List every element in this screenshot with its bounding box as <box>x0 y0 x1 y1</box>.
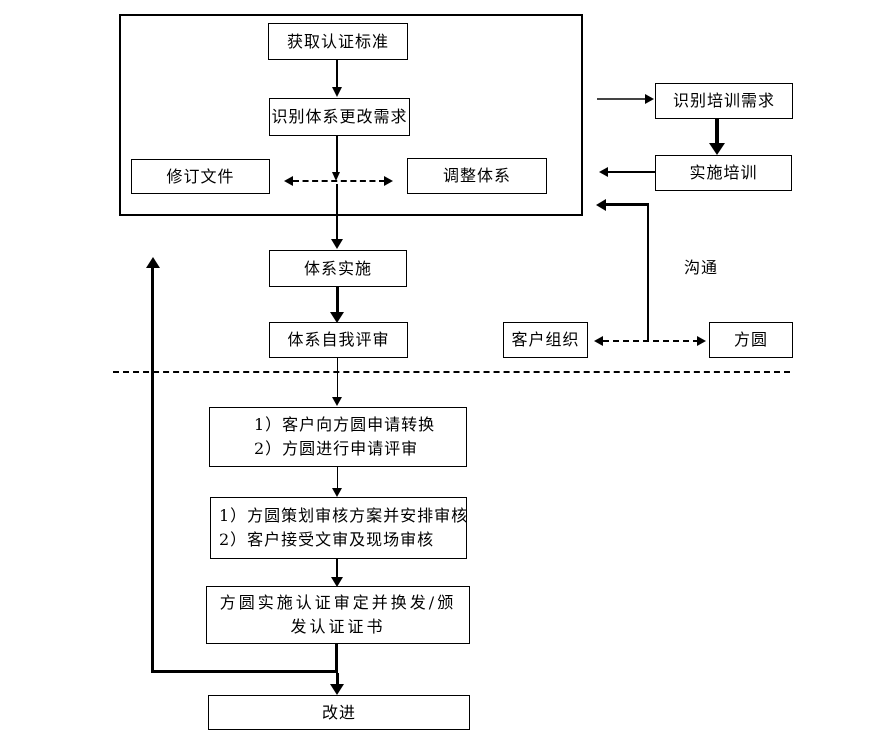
node-improvement: 改进 <box>208 695 470 730</box>
arrow-training-to-group-line <box>608 171 655 173</box>
communication-label: 沟通 <box>684 258 719 277</box>
node-revise-documents: 修订文件 <box>131 159 270 194</box>
arrow-review-to-application-line <box>337 358 338 398</box>
arrow-application-to-plan-line <box>337 467 338 489</box>
arrow-obtain-to-identify-head <box>332 87 342 97</box>
feedback-up-head <box>146 257 160 268</box>
arrow-implementation-to-review-line <box>336 287 339 313</box>
arrow-obtain-to-identify-line <box>336 60 338 88</box>
dashed-arrow-revise-adjust-line <box>293 180 385 182</box>
node-customer-organization: 客户组织 <box>503 322 588 358</box>
arrow-training-to-group-head <box>599 167 608 177</box>
node-audit-plan: 1）方圆策划审核方案并安排审核 2）客户接受文审及现场审核 <box>210 497 467 559</box>
arrow-plan-to-certification-line <box>336 559 338 578</box>
feedback-down-line <box>335 644 338 673</box>
arrow-certification-to-improve-head <box>330 684 344 695</box>
arrow-implementation-to-review-head <box>330 312 344 323</box>
node-implement-training: 实施培训 <box>655 155 792 191</box>
arrow-training-needs-to-implement-line <box>715 119 719 144</box>
dashed-arrow-customer-head <box>594 336 603 346</box>
feedback-horizontal-line <box>152 670 338 673</box>
node-adjust-system: 调整体系 <box>407 158 547 194</box>
arrow-communication-to-group-line <box>606 203 649 206</box>
arrow-training-needs-to-implement-head <box>709 143 725 155</box>
node-identify-training-needs: 识别培训需求 <box>655 83 793 119</box>
dashed-arrow-head-left <box>284 176 293 186</box>
node-system-self-review: 体系自我评审 <box>269 322 408 358</box>
arrow-certification-to-improve-line <box>336 673 339 685</box>
node-certification: 方圆实施认证审定并换发/颁 发认证证书 <box>206 586 470 644</box>
node-application: 1）客户向方圆申请转换 2）方圆进行申请评审 <box>209 407 467 467</box>
arrow-group-to-training-line <box>597 98 645 100</box>
arrow-group-to-training-head <box>645 94 654 104</box>
arrow-plan-to-certification-head <box>331 577 343 587</box>
communication-vertical-line <box>647 203 649 342</box>
node-fangyuan: 方圆 <box>709 322 793 358</box>
dashed-arrow-head-right <box>384 176 393 186</box>
arrow-group-to-implementation-line <box>336 184 338 240</box>
arrow-group-to-implementation-head <box>331 239 343 249</box>
planning-group-border <box>119 14 583 216</box>
arrow-review-to-application-head <box>332 397 342 406</box>
dashed-arrow-customer-fangyuan-line <box>603 340 699 342</box>
dashed-arrow-fangyuan-head <box>697 336 706 346</box>
arrow-identify-to-junction-line <box>336 136 338 172</box>
node-system-implementation: 体系实施 <box>269 250 407 287</box>
feedback-up-line <box>151 268 154 673</box>
node-identify-change: 识别体系更改需求 <box>269 98 410 136</box>
arrow-application-to-plan-head <box>332 488 342 497</box>
node-obtain-standard: 获取认证标准 <box>268 23 408 60</box>
dashed-divider <box>113 371 790 373</box>
arrow-communication-to-group-head <box>596 199 606 211</box>
arrow-identify-to-junction-head <box>332 172 340 181</box>
